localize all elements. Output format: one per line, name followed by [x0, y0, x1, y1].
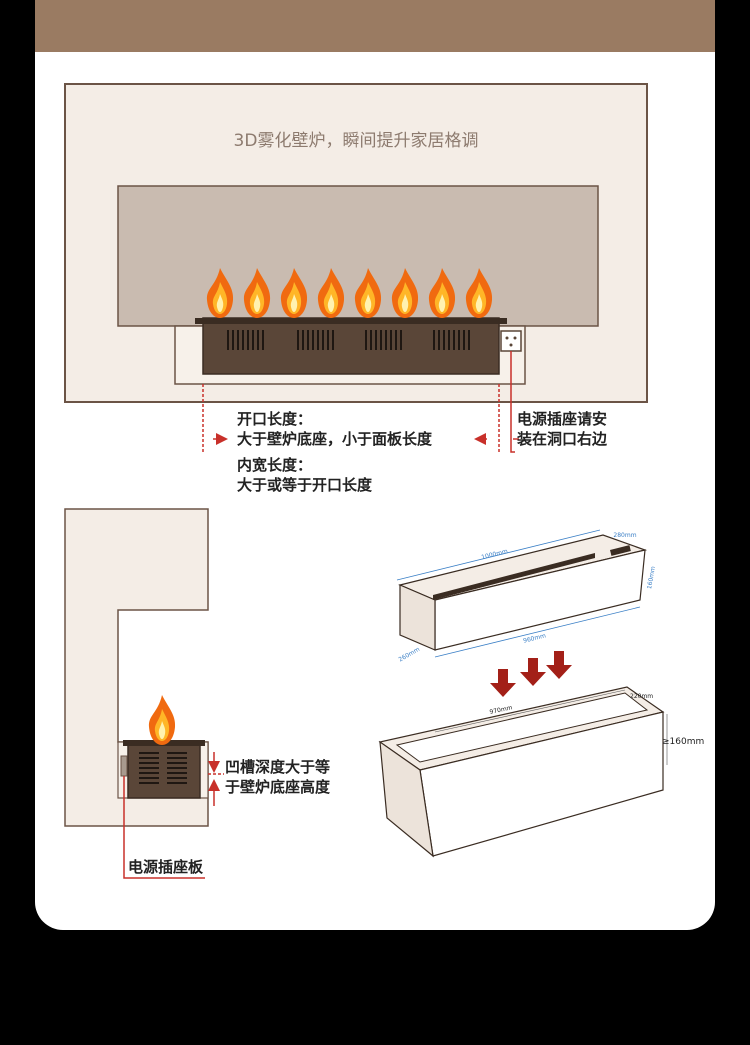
label-socket-line2: 装在洞口右边 — [516, 430, 608, 448]
installation-diagram: 3D雾化壁炉，瞬间提升家居格调 — [64, 83, 704, 879]
tagline: 3D雾化壁炉，瞬间提升家居格调 — [234, 131, 479, 151]
insert-side — [399, 584, 436, 651]
down-arrow-icon — [520, 658, 546, 686]
product-card: 3D雾化壁炉，瞬间提升家居格调 — [35, 0, 715, 930]
down-arrow-icon — [546, 651, 572, 679]
insert-control-panel — [610, 545, 631, 556]
front-wall-diagram: 3D雾化壁炉，瞬间提升家居格调 — [64, 83, 648, 494]
dim-recess-depth: ≥160mm — [662, 737, 704, 747]
label-inner-title: 内宽长度： — [237, 456, 312, 474]
label-inner-desc: 大于或等于开口长度 — [237, 476, 373, 494]
label-opening-desc: 大于壁炉底座，小于面板长度 — [237, 430, 433, 448]
dim-line-length — [396, 529, 601, 581]
down-arrow-icon — [490, 669, 516, 697]
label-opening-title: 开口长度： — [237, 410, 312, 428]
section-base — [127, 741, 201, 799]
dim-recess-width: 220mm — [630, 693, 653, 700]
dim-recess-length: 970mm — [489, 704, 513, 716]
header-bar — [35, 0, 715, 52]
dim-inner-length: 960mm — [523, 632, 547, 644]
insert-burner-slot — [433, 553, 595, 600]
dim-line-inner — [434, 606, 641, 658]
insert-diagram: 1000mm 280mm 160mm 960mm 260mm 970mm 220… — [378, 529, 704, 858]
label-socket-line1: 电源插座请安 — [517, 410, 607, 428]
power-socket-icon — [500, 330, 522, 352]
base-top-plate — [195, 318, 507, 324]
recess-opening — [395, 692, 649, 763]
recess-dim-line — [434, 689, 626, 733]
dim-depth: 260mm — [397, 646, 421, 664]
dim-height: 160mm — [646, 566, 657, 590]
label-socket-plate: 电源插座板 — [128, 858, 204, 876]
flame-icon — [148, 695, 176, 745]
recess-side — [379, 740, 434, 858]
section-vents — [139, 752, 187, 784]
label-depth-line1: 凹槽深度大于等 — [225, 758, 330, 776]
depth-pointers — [123, 752, 224, 879]
down-arrows — [490, 651, 572, 697]
label-depth-line2: 于壁炉底座高度 — [225, 778, 331, 796]
base-vents — [227, 330, 470, 350]
socket-plate-icon — [120, 755, 128, 777]
dim-width: 280mm — [613, 532, 636, 539]
side-section-diagram: 凹槽深度大于等 于壁炉底座高度 电源插座板 — [64, 508, 331, 879]
dimension-pointers — [202, 351, 519, 453]
